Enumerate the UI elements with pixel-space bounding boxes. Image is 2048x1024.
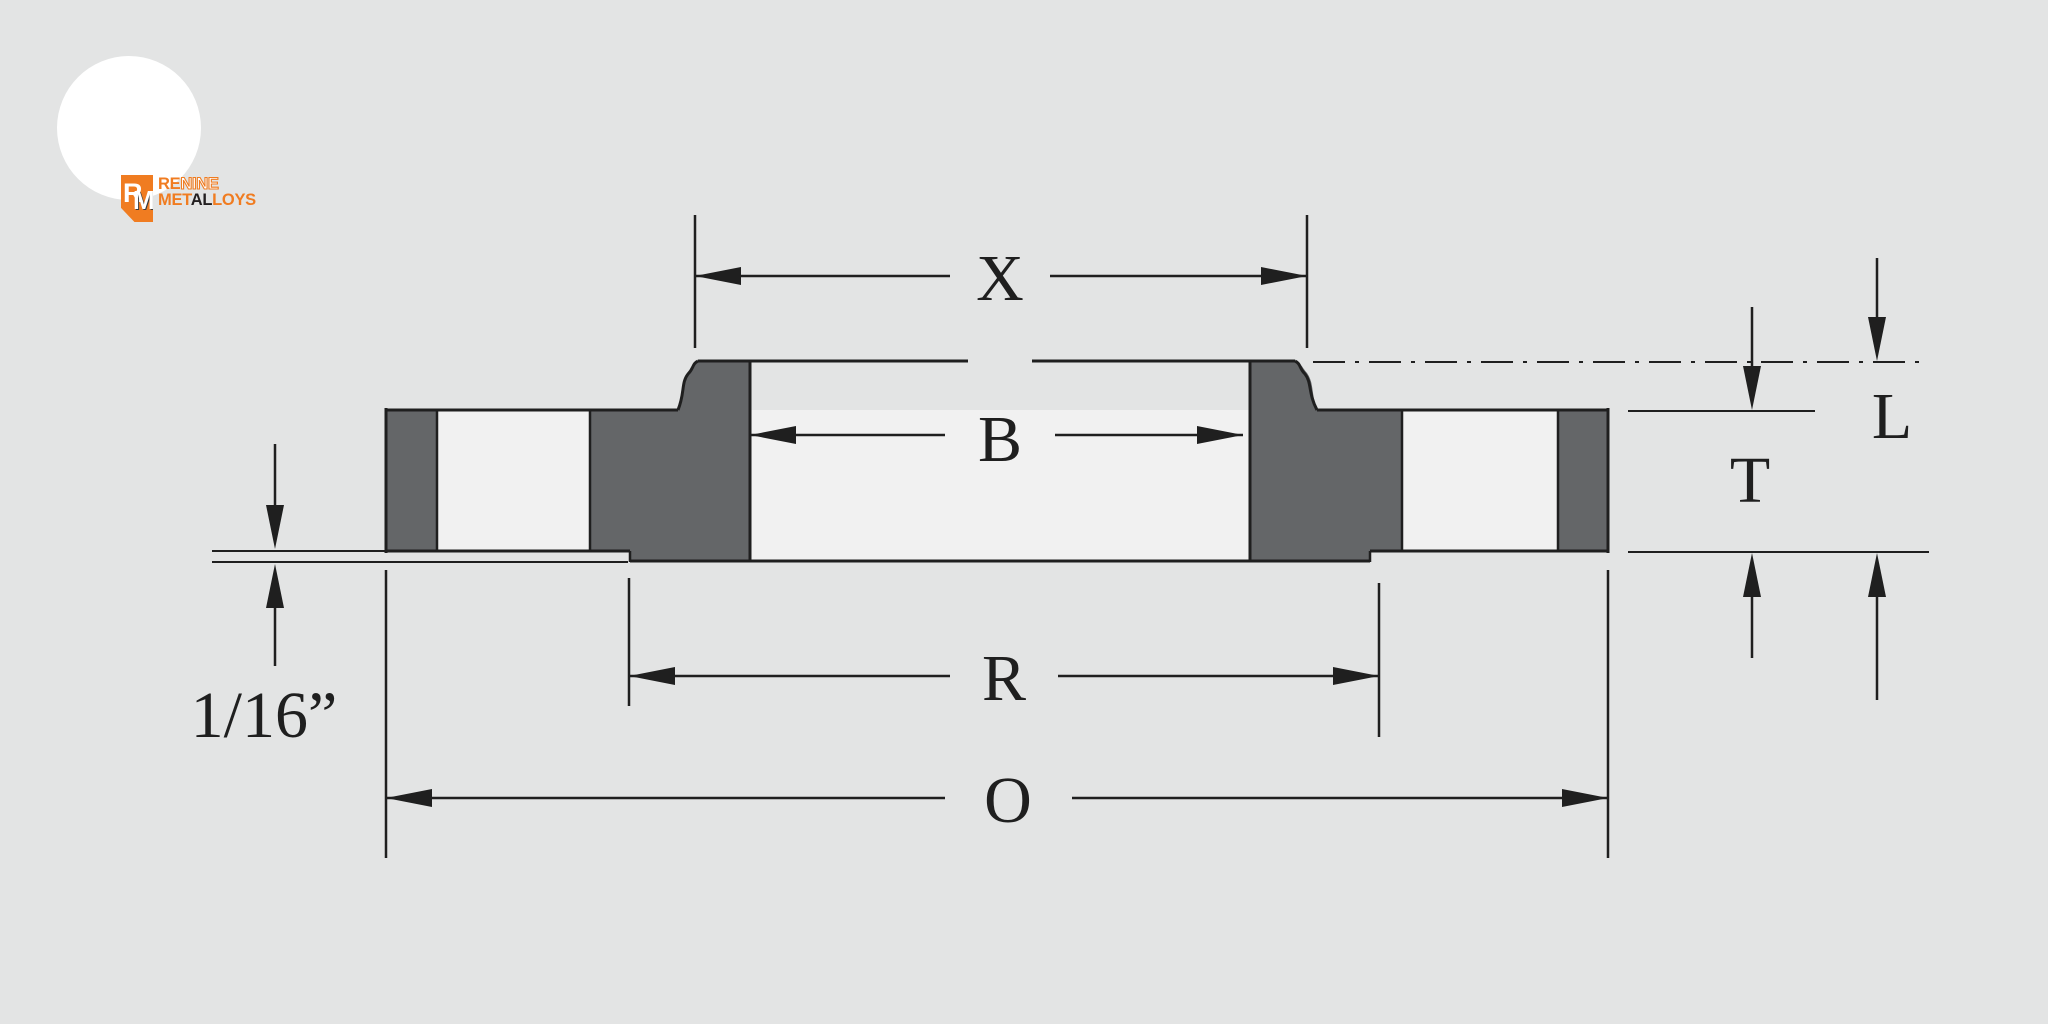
r-arrow-left-icon [629,667,675,685]
wordmark-nine: NINE [180,175,220,193]
r-arrow-right-icon [1333,667,1379,685]
hub-left-taper-curve [676,359,699,411]
hub-left-section [678,361,750,410]
b-arrow-right-icon [1197,426,1243,444]
monogram-m-letter: M [133,185,155,215]
dimension-l [1868,258,1886,700]
dimension-x [693,215,1309,348]
x-arrow-left-icon [695,267,741,285]
flange-left-rim-section [386,410,437,551]
rf-arrow-down-icon [266,505,284,549]
raised-face-left-section [630,551,750,562]
dimension-t [1743,307,1761,658]
raised-face-right-section [1250,551,1370,562]
dimension-t-label: T [1730,444,1770,517]
monogram-r-letter: R [123,178,143,208]
logo-inner: R M RENINE METALLOYS [57,56,256,222]
wordmark-loys: LOYS [212,191,256,209]
dimension-b-label: B [978,403,1022,476]
dimension-r-label: R [982,642,1026,715]
dimension-raised-face [266,444,284,666]
l-arrow-down-icon [1868,317,1886,361]
wordmark-met: MET [158,191,191,209]
hub-right-section [1250,361,1317,410]
dimension-b [750,426,1243,444]
b-arrow-left-icon [750,426,796,444]
dimension-r [627,578,1381,737]
o-arrow-right-icon [1562,789,1608,807]
t-arrow-up-icon [1743,553,1761,597]
l-arrow-up-icon [1868,553,1886,597]
dimension-l-label: L [1872,380,1912,453]
dimension-x-label: X [976,242,1024,315]
logo-badge: R M RENINE METALLOYS [57,56,256,222]
dimension-o [384,570,1610,858]
flange-right-rim-section [1558,410,1608,551]
flange-left-web-section [590,410,750,551]
wordmark-line2: METALLOYS [158,191,256,209]
flange-detail-lines [435,410,1560,562]
t-arrow-down-icon [1743,366,1761,410]
flange-outline [384,359,1610,563]
hub-right-taper-curve [1294,359,1319,411]
o-arrow-left-icon [386,789,432,807]
wordmark-line1: RENINE [158,175,256,193]
logo-wordmark: RENINE METALLOYS [158,175,256,209]
dimension-o-label: O [984,764,1032,837]
wordmark-al: AL [190,191,213,209]
wordmark-re: RE [158,175,181,193]
rf-arrow-up-icon [266,564,284,608]
reference-lines [212,361,1929,563]
dimension-raised-face-label: 1/16” [191,679,338,752]
x-arrow-right-icon [1261,267,1307,285]
flange-right-web-section [1250,410,1402,551]
